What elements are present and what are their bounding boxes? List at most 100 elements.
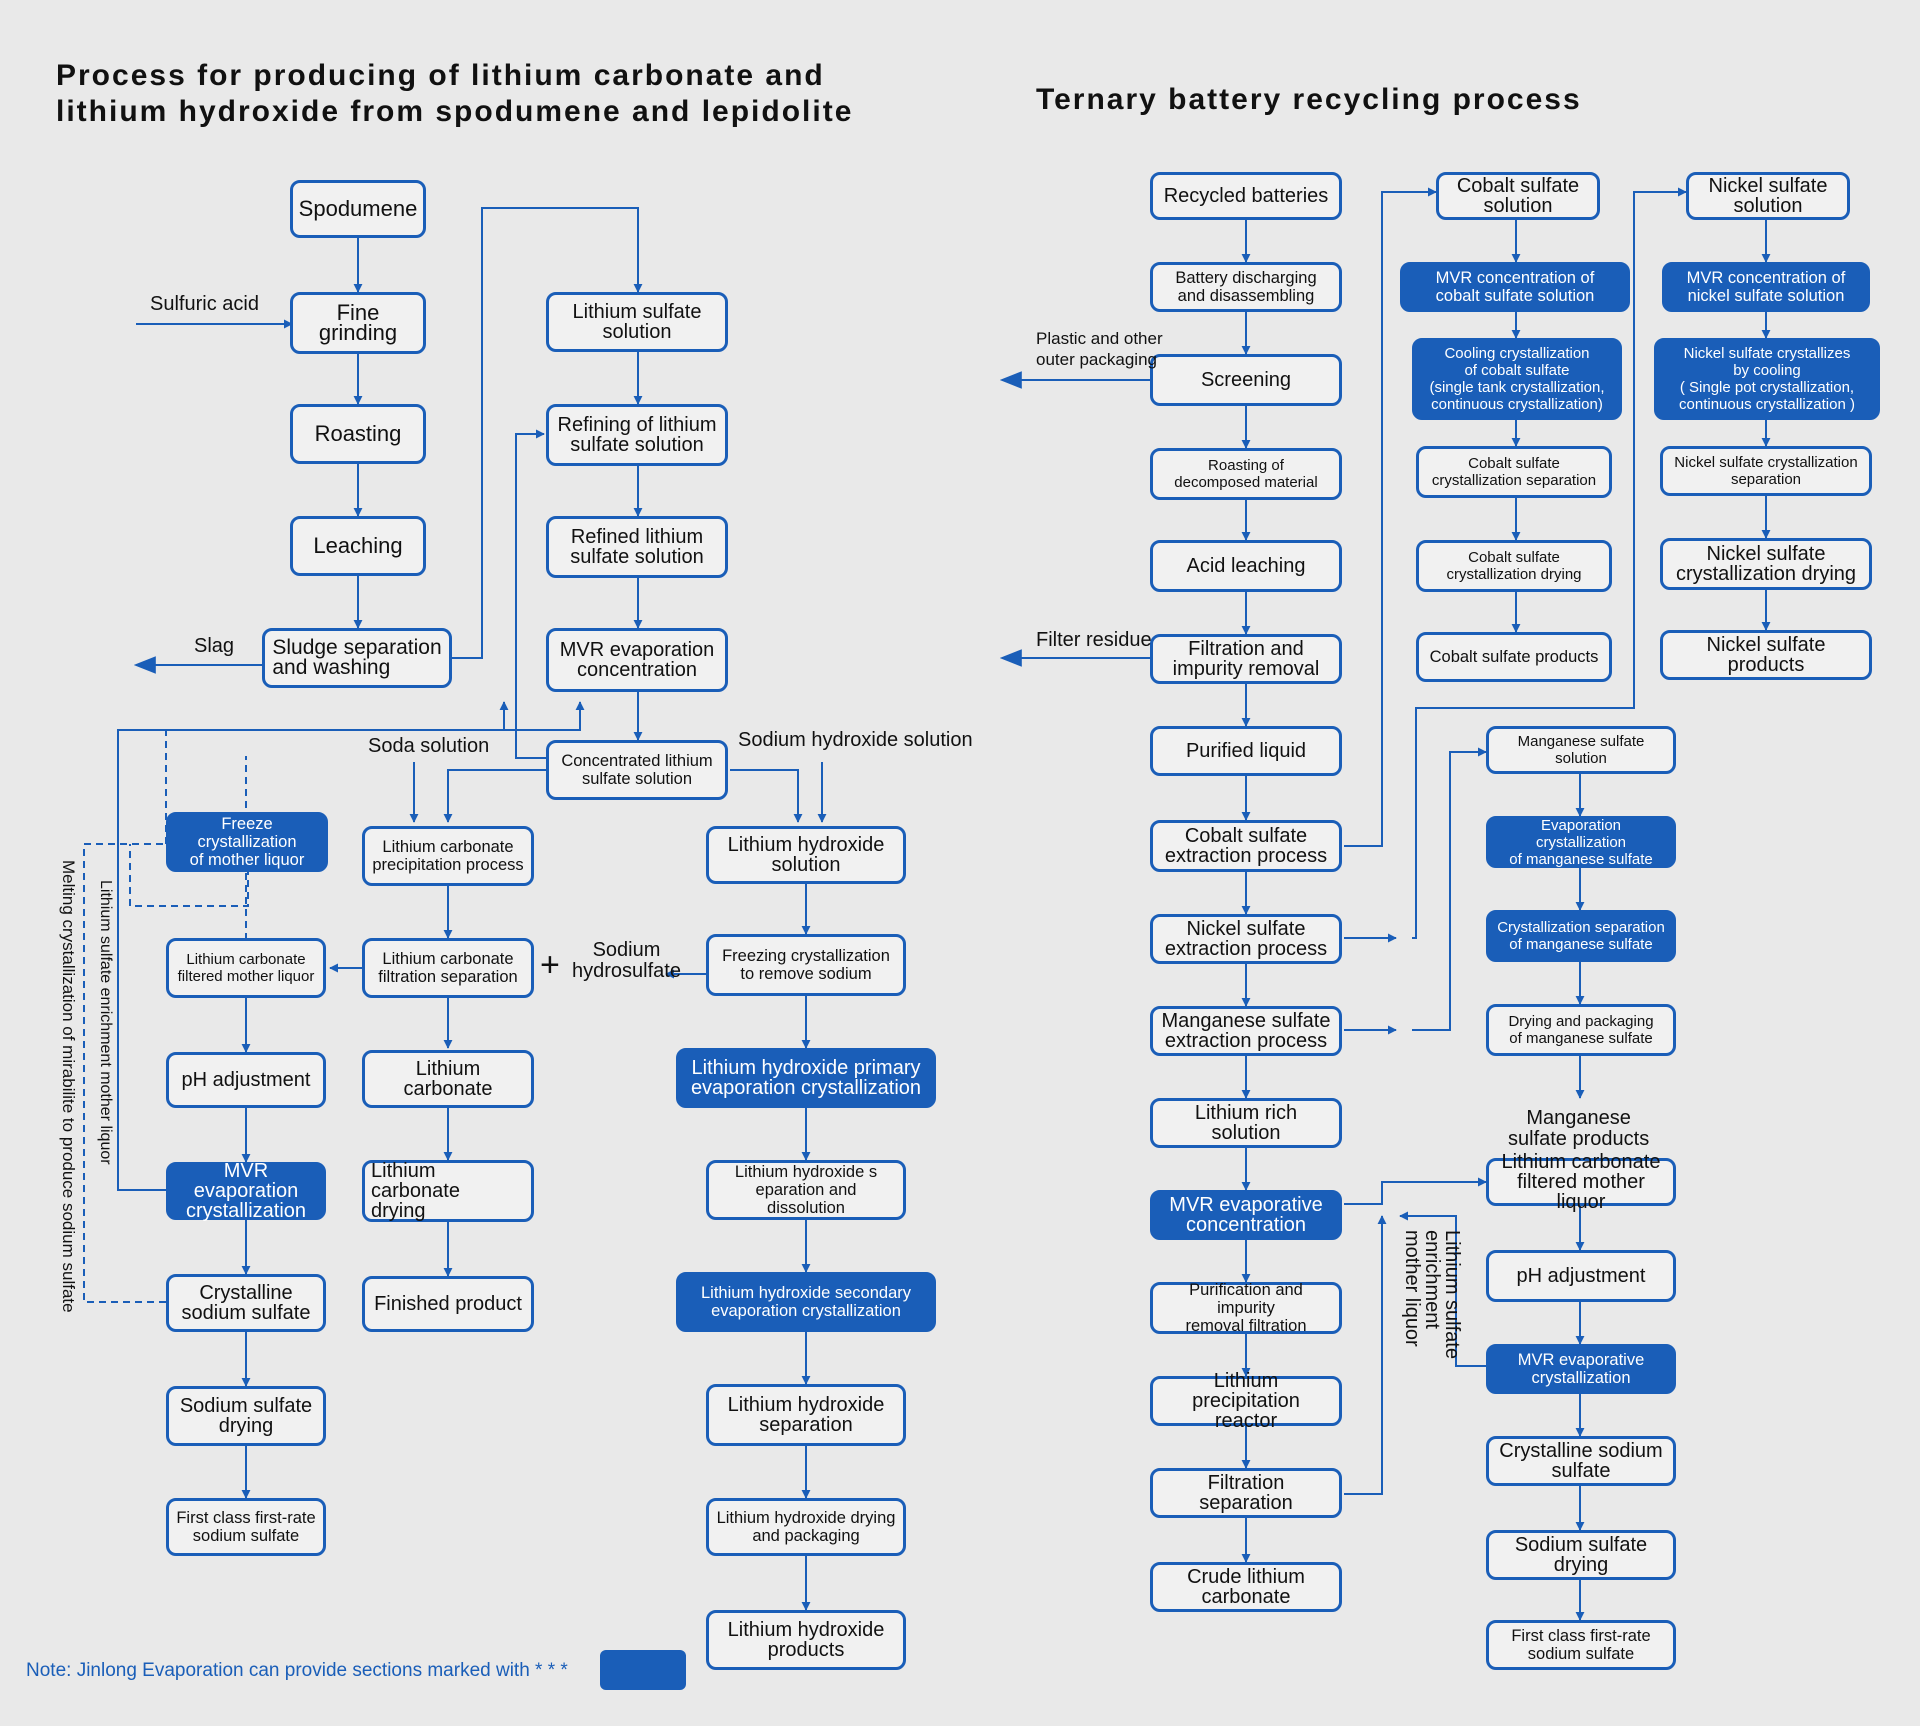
box-mvr-evaporation-crystallization: MVR evaporation crystallization	[166, 1161, 326, 1221]
box-nickel-sulfate-solution: Nickel sulfate solution	[1686, 172, 1850, 220]
box-mvr-evaporative-crystallization-right: MVR evaporative crystallization	[1486, 1344, 1676, 1394]
dashed-line	[129, 844, 249, 907]
box-li-carbonate-filtration: Lithium carbonate filtration separation	[362, 938, 534, 998]
arrow	[452, 207, 643, 659]
box-nickel-products: Nickel sulfate products	[1660, 630, 1872, 680]
arrow	[1412, 187, 1687, 939]
box-spodumene: Spodumene	[290, 180, 426, 238]
box-cobalt-cooling-crystallization: Cooling crystallization of cobalt sulfat…	[1412, 338, 1622, 420]
arrow	[730, 769, 803, 823]
box-li-carbonate-filtered-mother-liquor-right: Lithium carbonate filtered mother liquor	[1486, 1152, 1676, 1212]
box-battery-discharging: Battery discharging and disassembling	[1150, 262, 1342, 312]
dashed-line	[83, 843, 166, 1303]
box-lioh-separation: Lithium hydroxide separation	[706, 1384, 906, 1446]
arrow	[1344, 187, 1437, 847]
box-lithium-precipitation-reactor: Lithium precipitation reactor	[1150, 1371, 1342, 1431]
box-screening: Screening	[1150, 354, 1342, 406]
arrow	[443, 769, 546, 823]
box-cobalt-mvr-concentration: MVR concentration of cobalt sulfate solu…	[1400, 262, 1630, 312]
label-manganese-sulfate-products: Manganese sulfate products	[1508, 1107, 1650, 1150]
label-filter-residue: Filter residue	[1036, 629, 1152, 651]
box-li-carbonate-drying: Lithium carbonate drying	[362, 1160, 534, 1222]
box-acid-leaching: Acid leaching	[1150, 540, 1342, 592]
arrow	[1412, 747, 1487, 1031]
box-sodium-sulfate-drying-right: Sodium sulfate drying	[1486, 1530, 1676, 1580]
box-manganese-sulfate-solution: Manganese sulfate solution	[1486, 726, 1676, 774]
label-lithium-sulfate-enrichment-right: Lithium sulfate enrichment mother liquor	[1401, 1230, 1463, 1359]
box-li-carbonate-filtered-mother-liquor: Lithium carbonate filtered mother liquor	[166, 938, 326, 998]
box-filtration-impurity-removal: Filtration and impurity removal	[1150, 634, 1342, 684]
box-freezing-remove-sodium: Freezing crystallization to remove sodiu…	[706, 934, 906, 996]
arrow	[1399, 1211, 1486, 1367]
note-legend-swatch	[600, 1650, 686, 1690]
arrow	[117, 701, 585, 1191]
box-mvr-evaporative-concentration: MVR evaporative concentration	[1150, 1190, 1342, 1240]
label-plastic-packaging: Plastic and other outer packaging	[1036, 329, 1163, 369]
note-text: Note: Jinlong Evaporation can provide se…	[26, 1660, 568, 1681]
box-leaching: Leaching	[290, 516, 426, 576]
box-concentrated-lithium-sulfate: Concentrated lithium sulfate solution	[546, 740, 728, 800]
box-freeze-crystallization: Freeze crystallization of mother liquor	[166, 812, 328, 872]
arrow	[1344, 1177, 1487, 1205]
box-nickel-crystallization-drying: Nickel sulfate crystallization drying	[1660, 538, 1872, 590]
box-purification-impurity-filtration: Purification and impurity removal filtra…	[1150, 1281, 1342, 1335]
box-lioh-drying-packaging: Lithium hydroxide drying and packaging	[706, 1498, 906, 1556]
box-sludge-separation: Sludge separation and washing	[262, 628, 452, 688]
label-slag: Slag	[194, 635, 235, 657]
box-lithium-carbonate: Lithium carbonate	[362, 1050, 534, 1108]
arrow	[515, 429, 546, 759]
box-crystalline-sodium-sulfate: Crystalline sodium sulfate	[166, 1274, 326, 1332]
box-cobalt-crystallization-separation: Cobalt sulfate crystallization separatio…	[1416, 446, 1612, 498]
box-lioh-secondary-evaporation: Lithium hydroxide secondary evaporation …	[676, 1272, 936, 1332]
box-cobalt-sulfate-solution: Cobalt sulfate solution	[1436, 172, 1600, 220]
box-manganese-drying-packaging: Drying and packaging of manganese sulfat…	[1486, 1004, 1676, 1056]
arrow	[1344, 1215, 1387, 1495]
box-mvr-evaporation: MVR evaporation concentration	[546, 628, 728, 692]
left-title-line2: lithium hydroxide from spodumene and lep…	[56, 95, 854, 128]
box-ph-adjustment-right: pH adjustment	[1486, 1250, 1676, 1302]
box-roasting: Roasting	[290, 404, 426, 464]
box-recycled-batteries: Recycled batteries	[1150, 172, 1342, 220]
box-finished-product: Finished product	[362, 1276, 534, 1332]
box-filtration-separation: Filtration separation	[1150, 1468, 1342, 1518]
box-refined: Refined lithium sulfate solution	[546, 516, 728, 578]
right-title: Ternary battery recycling process	[1036, 83, 1582, 116]
box-cobalt-extraction: Cobalt sulfate extraction process	[1150, 820, 1342, 872]
label-sulfuric-acid: Sulfuric acid	[150, 293, 259, 315]
box-manganese-extraction: Manganese sulfate extraction process	[1150, 1006, 1342, 1056]
box-nickel-crystallization-separation: Nickel sulfate crystallization separatio…	[1660, 446, 1872, 496]
box-fine-grinding: Fine grinding	[290, 292, 426, 354]
box-nickel-mvr-concentration: MVR concentration of nickel sulfate solu…	[1662, 262, 1870, 312]
box-li-carbonate-precipitation: Lithium carbonate precipitation process	[362, 826, 534, 886]
box-crude-lithium-carbonate: Crude lithium carbonate	[1150, 1562, 1342, 1612]
label-plus: +	[540, 946, 560, 984]
label-sodium-hydrosulfate: Sodium hydrosulfate	[572, 939, 681, 982]
box-nickel-cooling-crystallization: Nickel sulfate crystallizes by cooling (…	[1654, 338, 1880, 420]
box-lithium-sulfate-solution: Lithium sulfate solution	[546, 292, 728, 352]
box-refining: Refining of lithium sulfate solution	[546, 404, 728, 466]
box-cobalt-products: Cobalt sulfate products	[1416, 632, 1612, 682]
box-lioh-primary-evaporation: Lithium hydroxide primary evaporation cr…	[676, 1048, 936, 1108]
box-lithium-hydroxide-solution: Lithium hydroxide solution	[706, 826, 906, 884]
box-ph-adjustment: pH adjustment	[166, 1052, 326, 1108]
left-title-line1: Process for producing of lithium carbona…	[56, 59, 825, 92]
box-crystalline-sodium-sulfate-right: Crystalline sodium sulfate	[1486, 1436, 1676, 1486]
box-cobalt-crystallization-drying: Cobalt sulfate crystallization drying	[1416, 540, 1612, 592]
box-roasting-decomposed: Roasting of decomposed material	[1150, 448, 1342, 500]
box-manganese-evaporation-crystallization: Evaporation crystallization of manganese…	[1486, 816, 1676, 868]
box-lithium-rich-solution: Lithium rich solution	[1150, 1098, 1342, 1148]
label-lithium-sulfate-enrichment: Lithium sulfate enrichment mother liquor	[97, 880, 114, 1165]
box-purified-liquid: Purified liquid	[1150, 726, 1342, 776]
label-sodium-hydroxide-solution: Sodium hydroxide solution	[738, 729, 973, 751]
box-lioh-separation-dissolution: Lithium hydroxide s eparation and dissol…	[706, 1160, 906, 1220]
label-soda-solution: Soda solution	[368, 735, 490, 757]
box-nickel-extraction: Nickel sulfate extraction process	[1150, 914, 1342, 964]
box-first-class-sodium-sulfate: First class first-rate sodium sulfate	[166, 1498, 326, 1556]
box-lioh-products: Lithium hydroxide products	[706, 1610, 906, 1670]
box-first-class-sodium-sulfate-right: First class first-rate sodium sulfate	[1486, 1620, 1676, 1670]
box-sodium-sulfate-drying: Sodium sulfate drying	[166, 1386, 326, 1446]
label-melting-crystallization: Melting crystallization of mirabilite to…	[59, 860, 78, 1313]
box-manganese-crystallization-separation: Crystallization separation of manganese …	[1486, 910, 1676, 962]
